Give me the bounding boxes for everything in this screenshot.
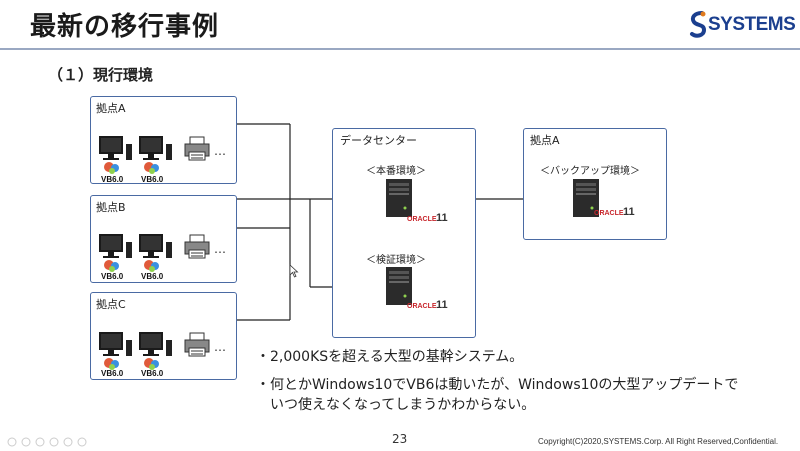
bullet-item: いつ使えなくなってしまうかわからない。 [256, 397, 536, 413]
title-divider [0, 48, 800, 50]
production-server-icon [386, 179, 412, 217]
more-devices-ellipsis: … [214, 242, 227, 256]
bullet-item: ・2,000KSを超える大型の基幹システム。 [256, 349, 524, 365]
vb-version-label: VB6.0 [141, 175, 164, 184]
page-title: 最新の移行事例 [30, 12, 220, 42]
pc-icon [139, 234, 172, 272]
site-c-label: 拠点C [96, 298, 126, 311]
backup-site-label: 拠点A [530, 134, 560, 147]
bullet-item: ・何とかWindows10でVB6は動いたが、Windows10の大型アップデー… [256, 377, 739, 393]
logo-swirl-icon [690, 11, 707, 38]
pc-icon [99, 332, 132, 370]
datacenter-label: データセンター [340, 134, 417, 147]
oracle-brand-backup: ORACLE [594, 210, 624, 217]
page-number: 23 [392, 432, 408, 446]
vb-version-label: VB6.0 [101, 175, 124, 184]
section-heading: （１）現行環境 [48, 66, 154, 84]
pc-icon [139, 332, 172, 370]
logo-text: SYSTEMS [708, 14, 796, 35]
oracle-brand-prod: ORACLE [407, 216, 437, 223]
copyright-notice: Copyright(C)2020,SYSTEMS.Corp. All Right… [538, 437, 779, 446]
vb-version-label: VB6.0 [101, 272, 124, 281]
more-devices-ellipsis: … [214, 340, 227, 354]
printer-icon [184, 136, 210, 161]
pc-icon [99, 136, 132, 174]
oracle-version-backup: 11 [623, 206, 635, 218]
datacenter-box [332, 128, 476, 338]
site-b-label: 拠点B [96, 201, 126, 214]
pc-icon [99, 234, 132, 272]
vb-version-label: VB6.0 [101, 369, 124, 378]
more-devices-ellipsis: … [214, 144, 227, 158]
company-logo: SYSTEMS [688, 10, 798, 40]
site-a-label: 拠点A [96, 102, 126, 115]
printer-icon [184, 332, 210, 357]
backup-env-label: ＜バックアップ環境＞ [540, 166, 640, 177]
vb-version-label: VB6.0 [141, 369, 164, 378]
production-env-label: ＜本番環境＞ [366, 166, 426, 177]
mouse-cursor-icon [289, 264, 299, 278]
pc-icon [139, 136, 172, 174]
test-env-label: ＜検証環境＞ [366, 255, 426, 266]
backup-server-icon [573, 179, 599, 217]
oracle-version-prod: 11 [436, 212, 448, 224]
test-server-icon [386, 267, 412, 305]
vb-version-label: VB6.0 [141, 272, 164, 281]
printer-icon [184, 234, 210, 259]
oracle-brand-test: ORACLE [407, 303, 437, 310]
oracle-version-test: 11 [436, 299, 448, 311]
slide-nav-controls[interactable] [6, 436, 96, 448]
